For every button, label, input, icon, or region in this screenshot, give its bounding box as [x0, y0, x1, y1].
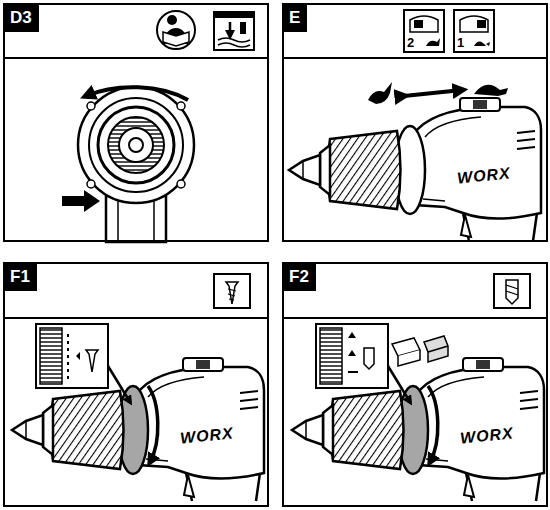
step-tab: D3 [5, 5, 39, 32]
step-tab: F1 [5, 264, 37, 291]
collar-callout [316, 324, 448, 462]
speed-number: 1 [457, 36, 464, 49]
step-panel: F1 [3, 262, 269, 507]
lubricate-icon [214, 12, 254, 50]
speed-icons [404, 10, 494, 52]
speed-number: 2 [407, 36, 414, 49]
manual-icon [157, 11, 195, 49]
screw-icon [214, 274, 250, 308]
step-panel: F2 [282, 262, 548, 507]
drill-front-view [62, 87, 194, 242]
step-tab: F2 [284, 264, 316, 291]
drill-figure [289, 98, 541, 241]
header-lines [3, 58, 547, 318]
collar-callout [36, 324, 158, 462]
drill-bit-icon [494, 274, 530, 308]
step-tab: E [284, 5, 307, 32]
step-panel: D3 [3, 3, 269, 242]
step-panel: E [282, 3, 548, 242]
